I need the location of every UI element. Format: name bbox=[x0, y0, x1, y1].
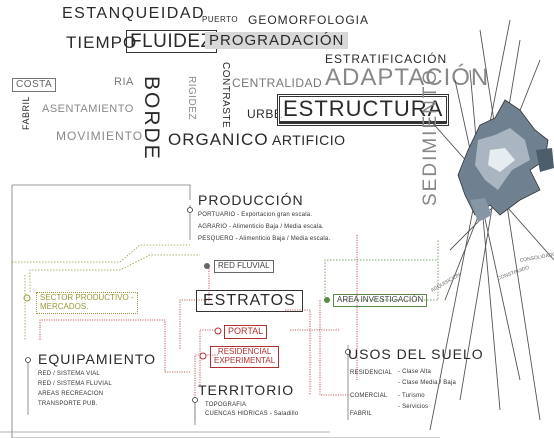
word-estructura: ESTRUCTURA bbox=[279, 96, 448, 124]
sector-productivo-line1: SECTOR PRODUCTIVO - bbox=[40, 293, 134, 302]
residencial-experimental-line1: RESIDENCIAL bbox=[217, 347, 272, 356]
equipamiento-item-vial: RED / SISTEMA VIAL bbox=[38, 371, 100, 377]
word-tiempo: TIEMPO bbox=[66, 33, 138, 52]
estratos-label: ESTRATOS bbox=[196, 290, 303, 312]
area-investigacion-label: AREA INVESTIGACIÓN bbox=[333, 294, 428, 307]
produccion-item-pesquero: PESQUERO - Alimenticio Baja / Media esca… bbox=[198, 236, 331, 242]
territorio-item-topografia: TOPOGRAFIA bbox=[205, 402, 247, 408]
territorio-item-cuencas: CUENCAS HIDRICAS - Saladillo bbox=[205, 411, 299, 417]
usos-item-residencial: RESIDENCIAL bbox=[350, 370, 393, 376]
word-adaptacion: ADAPTACIÓN bbox=[325, 64, 490, 91]
produccion-title: PRODUCCIÓN bbox=[198, 192, 304, 208]
equipamiento-item-recreacion: AREAS RECREACION bbox=[38, 391, 104, 397]
word-puerto: PUERTO bbox=[202, 15, 239, 24]
word-asentamiento: ASENTAMIENTO bbox=[42, 103, 134, 115]
word-estanqueidad: ESTANQUEIDAD bbox=[62, 5, 206, 22]
usos-detail-clase-alta: - Clase Alta bbox=[398, 369, 432, 375]
produccion-item-agrario: AGRARIO - Alimenticio Baja / Media escal… bbox=[198, 224, 324, 230]
word-progradacion: PROGRADACIÓN bbox=[205, 32, 349, 49]
equipamiento-title: EQUIPAMIENTO bbox=[38, 351, 157, 367]
word-costa: COSTA bbox=[12, 78, 57, 92]
word-geomorfologia: GEOMORFOLOGIA bbox=[248, 13, 370, 27]
residencial-experimental-label: RESIDENCIAL EXPERIMENTAL bbox=[210, 346, 280, 368]
sector-productivo-line2: MERCADOS. bbox=[40, 301, 89, 311]
produccion-item-portuario: PORTUARIO - Exportacion gran escala. bbox=[198, 212, 313, 218]
word-ria: RIA bbox=[114, 76, 134, 88]
word-organico: ORGANICO bbox=[168, 130, 269, 149]
usos-detail-turismo: - Turismo bbox=[398, 393, 425, 399]
equipamiento-item-fluvial: RED / SISTEMA FLUVIAL bbox=[38, 381, 112, 387]
word-urbe: URBE bbox=[247, 107, 283, 121]
word-centralidad: CENTRALIDAD bbox=[232, 76, 323, 90]
usos-item-fabril: FABRIL bbox=[350, 411, 372, 417]
sector-productivo-label: SECTOR PRODUCTIVO - MERCADOS. bbox=[36, 292, 138, 314]
territorio-title: TERRITORIO bbox=[198, 382, 295, 398]
usos-detail-servicios: - Servicios bbox=[398, 404, 429, 410]
residencial-experimental-line2: EXPERIMENTAL bbox=[214, 355, 276, 365]
usos-detail-clase-media: - Clase Media / Baja bbox=[398, 380, 457, 386]
equipamiento-item-transporte: TRANSPORTE PUB. bbox=[38, 401, 98, 407]
usos-del-suelo-title: USOS DEL SUELO bbox=[348, 346, 484, 362]
word-movimiento: MOVIMIENTO bbox=[56, 129, 144, 143]
word-artificio: ARTIFICIO bbox=[272, 132, 346, 148]
red-fluvial-label: RED FLUVIAL bbox=[214, 260, 274, 273]
portal-label: PORTAL bbox=[224, 325, 268, 339]
word-estratificacion: ESTRATIFICACIÓN bbox=[325, 52, 448, 66]
usos-item-comercial: COMERCIAL bbox=[350, 393, 388, 399]
